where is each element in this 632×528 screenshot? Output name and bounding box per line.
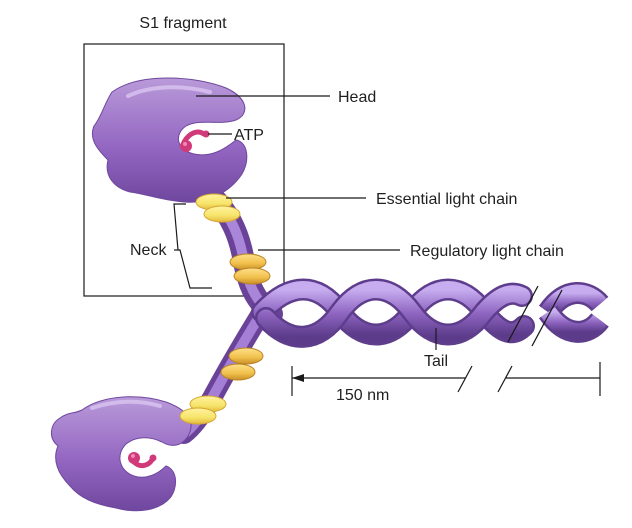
lower-atp-molecule <box>128 452 157 469</box>
regulatory-light-chain-label: Regulatory light chain <box>410 243 564 260</box>
upper-myosin-head <box>92 77 248 203</box>
tail-length-dimension <box>291 362 601 396</box>
neck-bracket <box>173 203 212 289</box>
lower-essential-light-chain <box>179 395 227 425</box>
tail-break-mark-1 <box>507 285 539 343</box>
tail-break-mark-2 <box>531 289 563 347</box>
tail-length-label: 150 nm <box>336 387 389 404</box>
s1-fragment-label: S1 fragment <box>139 15 227 32</box>
upper-regulatory-light-chain <box>229 253 271 285</box>
head-label: Head <box>338 89 376 106</box>
essential-light-chain-label: Essential light chain <box>376 191 517 208</box>
tail-label: Tail <box>424 353 448 370</box>
upper-essential-light-chain <box>195 193 241 223</box>
lower-regulatory-light-chain <box>220 347 264 381</box>
lower-myosin-head <box>51 396 192 512</box>
upper-atp-molecule <box>180 129 210 152</box>
atp-label: ATP <box>234 127 264 144</box>
s1-fragment-box <box>83 43 285 297</box>
coiled-coil-tail <box>251 278 609 348</box>
neck-label: Neck <box>130 242 167 259</box>
